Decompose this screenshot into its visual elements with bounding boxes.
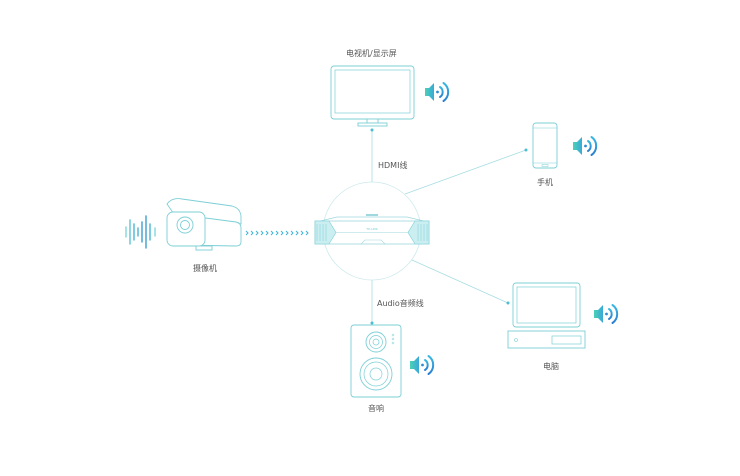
- signal-chevrons: [245, 230, 309, 236]
- pc-line-end: [506, 301, 510, 305]
- phone-sound-icon: [572, 136, 598, 156]
- phone-line-end: [524, 148, 528, 152]
- tv-device[interactable]: [330, 65, 415, 127]
- hdmi-label: HDMI线: [378, 161, 408, 170]
- phone-device[interactable]: [532, 122, 558, 169]
- audio-waveform-icon: [125, 215, 156, 249]
- pc-device[interactable]: [507, 282, 586, 349]
- pc-sound-icon: [593, 304, 619, 324]
- speaker-sound-icon: [409, 355, 435, 375]
- nvr-brand-text: TP-LINK: [365, 227, 378, 231]
- audio-line-end: [370, 321, 374, 325]
- pc-line: [411, 259, 509, 304]
- camera-device[interactable]: [166, 198, 242, 251]
- tv-label: 电视机/显示屏: [346, 49, 397, 58]
- pc-label: 电脑: [543, 362, 559, 371]
- phone-line: [404, 149, 527, 195]
- speaker-device[interactable]: [350, 324, 402, 398]
- tv-sound-icon: [424, 82, 450, 102]
- speaker-label: 音响: [368, 404, 384, 413]
- hdmi-line-end: [370, 128, 374, 132]
- camera-label: 摄像机: [193, 264, 217, 273]
- audio-label: Audio音频线: [377, 299, 424, 308]
- phone-label: 手机: [537, 178, 553, 187]
- nvr-device[interactable]: [314, 214, 430, 245]
